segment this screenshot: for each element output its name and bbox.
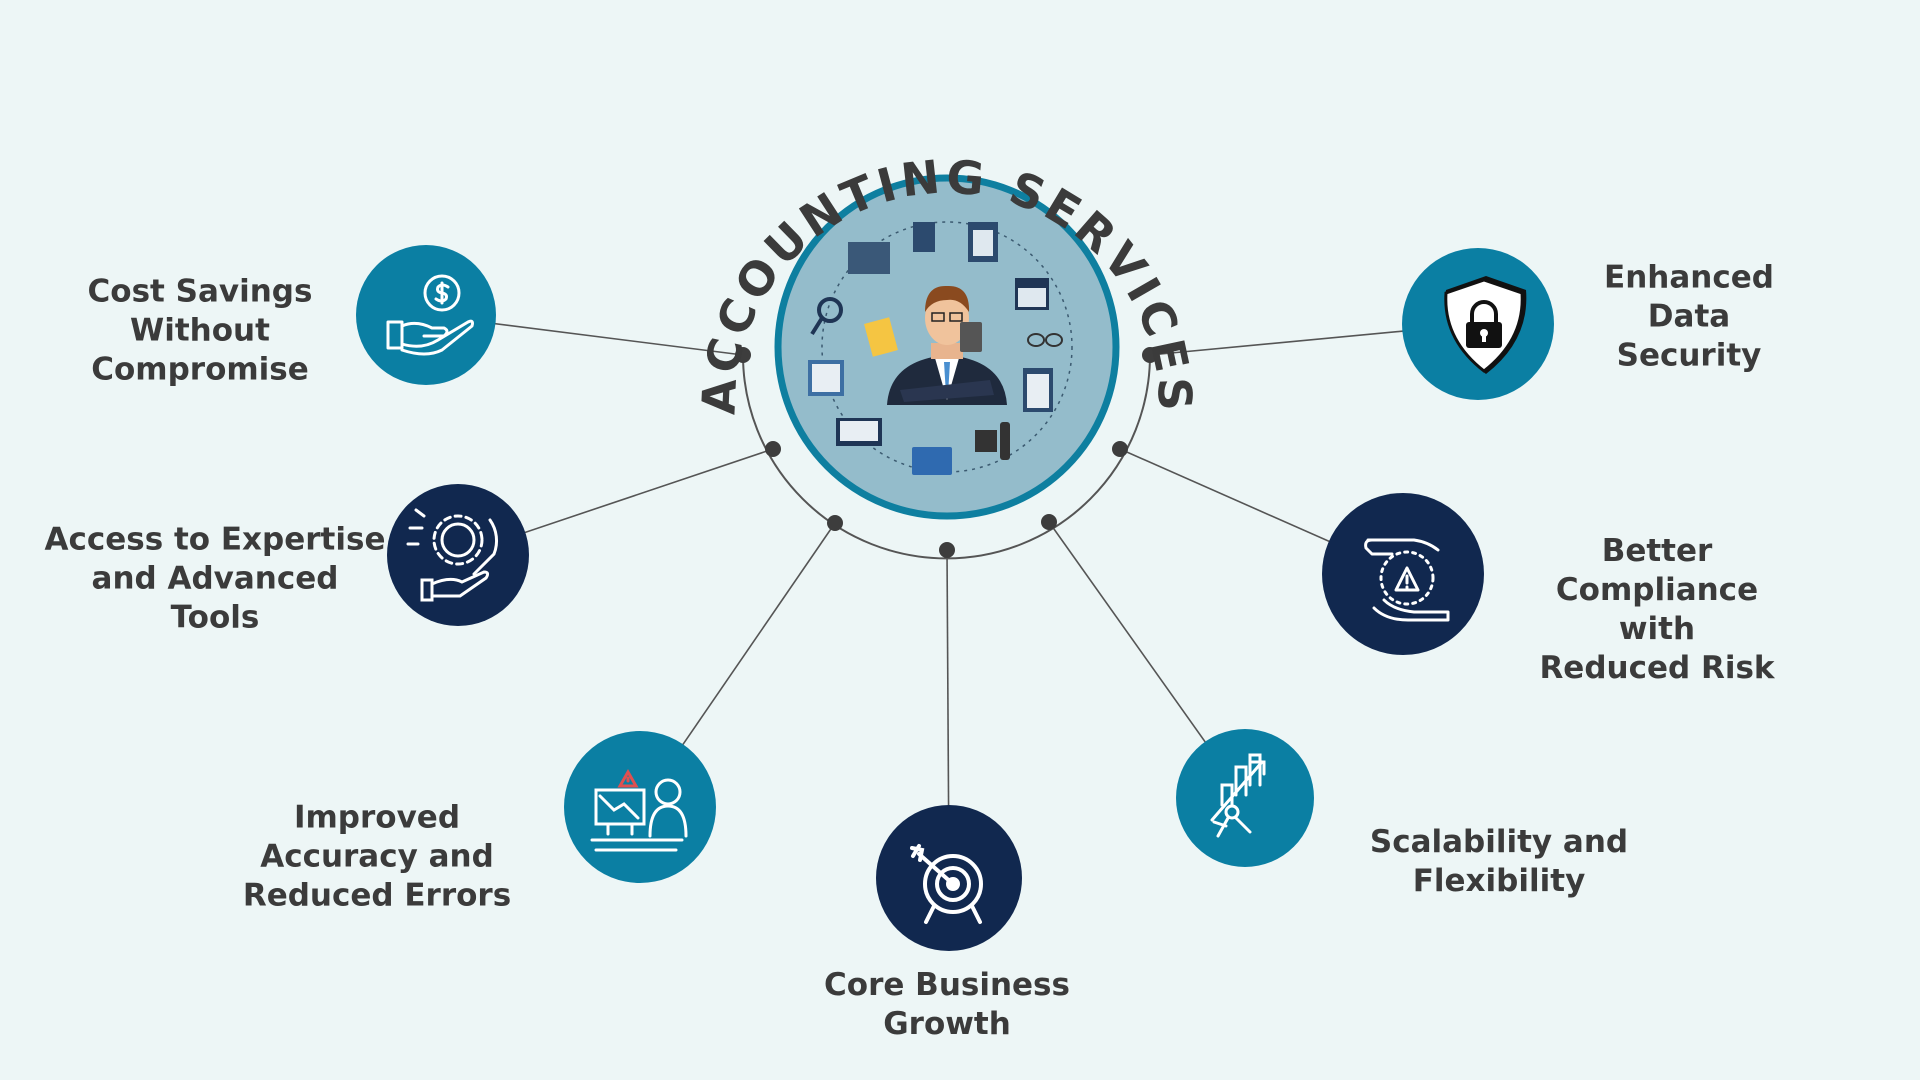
accountant-icon (887, 285, 1007, 405)
benefit-label-compliance: Better Compliance with Reduced Risk (1539, 533, 1775, 686)
benefit-icon-accuracy (564, 731, 716, 883)
accounting-item-icons (808, 222, 1064, 475)
benefit-icon-security (1402, 248, 1554, 400)
benefit-icon-compliance (1322, 493, 1484, 655)
target-icon (910, 844, 983, 924)
connector-dots (735, 347, 1158, 558)
benefit-icon-access (387, 484, 529, 626)
gear-hand-icon (406, 508, 499, 602)
benefit-label-security: Enhanced Data Security (1604, 259, 1774, 374)
benefit-label-growth: Core Business Growth (824, 967, 1070, 1042)
benefit-icon-scalability (1176, 729, 1314, 867)
benefit-label-cost: Cost Savings Without Compromise (87, 273, 313, 388)
growth-chart-icon (1210, 753, 1266, 838)
benefit-label-access: Access to Expertise and Advanced Tools (44, 521, 386, 636)
computer-error-icon (590, 768, 688, 852)
benefit-icon-growth (876, 805, 1022, 951)
benefit-label-scalability: Scalability and Flexibility (1369, 824, 1629, 899)
shield-lock-icon (1444, 276, 1527, 374)
hands-warning-icon (1364, 538, 1450, 622)
benefit-label-accuracy: Improved Accuracy and Reduced Errors (242, 799, 512, 914)
connector-lines (425, 314, 1479, 879)
center-illustration (774, 174, 1120, 520)
hand-dollar-icon (386, 274, 474, 356)
benefit-icon-cost (356, 245, 496, 385)
